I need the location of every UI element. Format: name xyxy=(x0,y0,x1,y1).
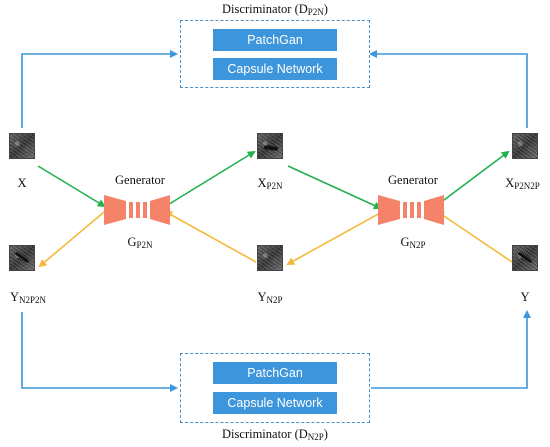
label-y: Y xyxy=(520,290,530,304)
arrow-x-to-discriminator-p2n xyxy=(21,50,178,128)
label-y-n2p: YN2P xyxy=(257,290,283,305)
generator-p2n-icon xyxy=(104,195,170,225)
discriminator-p2n-box: PatchGan Capsule Network xyxy=(180,20,370,88)
image-y-n2p-thumbnail xyxy=(257,245,283,271)
label-x: X xyxy=(17,176,27,190)
arrow-y-to-generator-n2p xyxy=(436,210,513,263)
arrow-generator-n2p-to-x-p2n2p xyxy=(435,150,510,207)
generator-n2p-icon xyxy=(378,195,444,225)
arrow-generator-n2p-to-y-n2p xyxy=(286,211,383,265)
generator-n2p-symbol: GN2P xyxy=(400,235,426,250)
discriminator-p2n-title: Discriminator (DP2N) xyxy=(222,2,328,17)
arrow-generator-p2n-to-y-n2p2n xyxy=(38,211,105,268)
patchgan-block-top: PatchGan xyxy=(213,29,337,51)
arrow-x-to-generator-p2n xyxy=(37,165,106,208)
arrow-y-n2p2n-to-discriminator-n2p xyxy=(21,312,178,392)
ship-mark xyxy=(14,251,30,264)
discriminator-n2p-box: PatchGan Capsule Network xyxy=(180,353,370,423)
generator-p2n-label: Generator xyxy=(115,173,165,187)
label-x-p2n: XP2N xyxy=(257,176,283,191)
image-y-thumbnail xyxy=(512,245,538,271)
capsule-network-block-bottom: Capsule Network xyxy=(213,392,337,414)
patchgan-block-bottom: PatchGan xyxy=(213,362,337,384)
ship-mark xyxy=(517,251,533,264)
generator-n2p-label: Generator xyxy=(388,173,438,187)
arrow-x-p2n2p-to-discriminator-p2n xyxy=(369,50,528,128)
arrow-y-n2p-to-generator-p2n xyxy=(164,211,257,263)
arrow-x-p2n-to-generator-n2p xyxy=(287,165,382,210)
image-x-p2n2p-thumbnail xyxy=(512,133,538,159)
ship-mark xyxy=(263,145,279,151)
arrow-generator-p2n-to-x-p2n xyxy=(165,150,256,207)
label-y-n2p2n: YN2P2N xyxy=(9,290,47,305)
capsule-network-block-top: Capsule Network xyxy=(213,58,337,80)
discriminator-n2p-title: Discriminator (DN2P) xyxy=(222,427,328,442)
image-y-n2p2n-thumbnail xyxy=(9,245,35,271)
label-x-p2n2p: XP2N2P xyxy=(505,176,540,191)
image-x-p2n-thumbnail xyxy=(257,133,283,159)
image-x-thumbnail xyxy=(9,133,35,159)
generator-p2n-symbol: GP2N xyxy=(127,235,153,250)
arrow-discriminator-n2p-to-y xyxy=(371,310,531,389)
